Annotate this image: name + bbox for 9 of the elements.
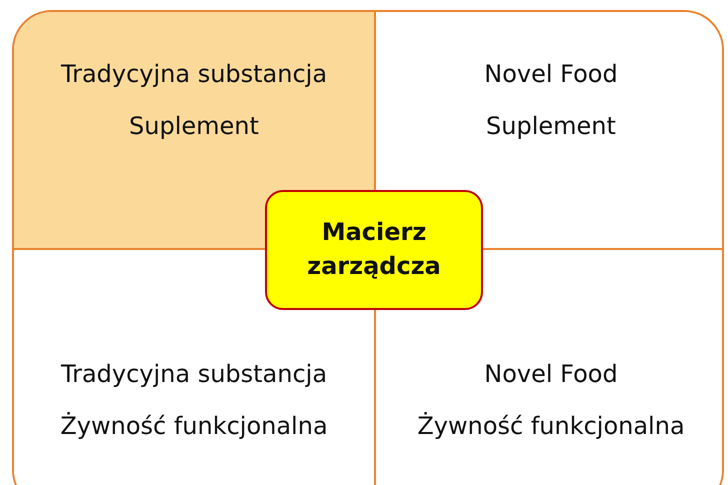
quadrant-label: Żywność funkcjonalna [60, 412, 328, 440]
quadrant-label: Novel Food [484, 60, 618, 88]
quadrant-label: Tradycyjna substancja [60, 60, 328, 88]
quadrant-label: Novel Food [484, 360, 618, 388]
quadrant-label: Suplement [486, 112, 616, 140]
quadrant-label: Tradycyjna substancja [60, 360, 328, 388]
center-box: Macierz zarządcza [265, 190, 483, 310]
quadrant-label: Żywność funkcjonalna [417, 412, 685, 440]
quadrant-label: Suplement [129, 112, 259, 140]
